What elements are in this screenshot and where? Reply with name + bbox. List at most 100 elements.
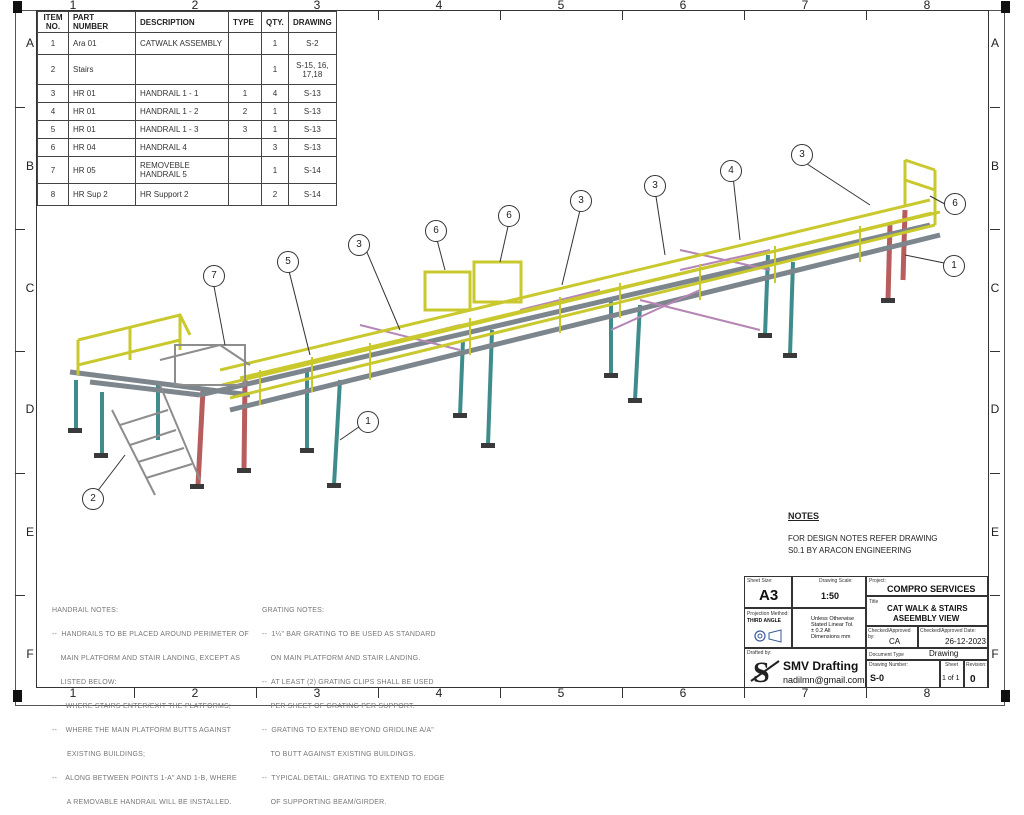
tb-drawing-number-label: Drawing Number: — [869, 662, 908, 668]
tb-checked-cell: Checked/Approved by: CA — [866, 626, 918, 648]
bom-cell-desc: HANDRAIL 1 - 3 — [135, 120, 229, 139]
zone-row-label: A — [990, 36, 999, 50]
bom-row: 2 Stairs 1 S-15, 16, 17,18 — [37, 54, 337, 85]
corner-mark — [13, 1, 22, 13]
tb-drafted-cell: Drafted by: S SMV Drafting nadilmn@gmail… — [744, 648, 866, 688]
bom-cell-drawing: S-15, 16, 17,18 — [288, 54, 337, 85]
bom-cell-type — [228, 156, 262, 184]
zone-col-label: 6 — [679, 0, 687, 12]
tb-scale: 1:50 — [821, 591, 840, 601]
bom-cell-drawing: S-13 — [288, 120, 337, 139]
zone-row-label: F — [991, 647, 999, 661]
tb-projection: THIRD ANGLE — [747, 618, 781, 624]
bom-cell-desc: HANDRAIL 1 - 1 — [135, 84, 229, 103]
tb-scale-label: Drawing Scale: — [819, 578, 853, 584]
tb-project-label: Project: — [869, 578, 886, 584]
bom-cell-part: HR 01 — [68, 120, 136, 139]
tb-date-label: Checked/Approved Date: — [920, 628, 976, 634]
bom-cell-item: 6 — [37, 138, 69, 157]
bom-cell-desc — [135, 54, 229, 85]
drawing-inner-border — [36, 10, 989, 688]
bom-cell-item: 7 — [37, 156, 69, 184]
grating-note-line: -- 1¼" BAR GRATING TO BE USED AS STANDAR… — [262, 631, 436, 638]
zone-row-label: E — [990, 525, 999, 539]
notes-title: NOTES — [788, 511, 820, 521]
bom-header-description: DESCRIPTION — [135, 11, 229, 33]
tb-drawing-number-cell: Drawing Number: S-0 — [866, 660, 940, 688]
bill-of-materials-table: ITEM NO. PART NUMBER DESCRIPTION TYPE QT… — [37, 11, 337, 206]
tb-doctype: Drawing — [929, 649, 959, 658]
balloon-3: 3 — [348, 234, 370, 256]
balloon-3: 3 — [570, 190, 592, 212]
grating-note-line: -- GRATING TO EXTEND BEYOND GRIDLINE A/A… — [262, 727, 434, 734]
tb-title-line2: ASEEMBLY VIEW — [893, 614, 960, 623]
bom-cell-drawing: S-14 — [288, 156, 337, 184]
bom-cell-part: HR Sup 2 — [68, 183, 136, 206]
tb-projection-label: Projection Method: — [747, 611, 789, 617]
tb-title-label: Title — [869, 599, 879, 605]
zone-col-label: 1 — [69, 686, 77, 700]
balloon-2: 2 — [82, 488, 104, 510]
bom-cell-qty: 1 — [261, 54, 289, 85]
tb-checked: CA — [889, 637, 901, 646]
tb-sheet-cell: Sheet 1 of 1 — [940, 660, 964, 688]
tb-date: 26-12-2023 — [945, 637, 986, 646]
handrail-note-line: -- ALONG BETWEEN POINTS 1-A" AND 1-B, WH… — [52, 775, 237, 782]
zone-row-label: F — [26, 647, 34, 661]
bom-row: 5 HR 01 HANDRAIL 1 - 3 3 1 S-13 — [37, 120, 337, 139]
zone-col-label: 4 — [435, 0, 443, 12]
tb-checked-label: Checked/Approved by: — [868, 628, 911, 640]
zone-col-label: 5 — [557, 0, 565, 12]
tb-sheet: 1 of 1 — [942, 675, 960, 682]
tb-drafted-label: Drafted by: — [747, 650, 772, 656]
tb-tolerance: Unless Otherwise Stated Linear Tol. ± 0.… — [811, 616, 854, 640]
bom-cell-item: 5 — [37, 120, 69, 139]
bom-cell-part: Stairs — [68, 54, 136, 85]
tb-projection-cell: Projection Method: THIRD ANGLE — [744, 608, 792, 648]
tb-tolerance-line: Dimensions mm — [811, 634, 851, 640]
corner-mark — [1001, 690, 1010, 702]
bom-row: 4 HR 01 HANDRAIL 1 - 2 2 1 S-13 — [37, 102, 337, 121]
notes-body: FOR DESIGN NOTES REFER DRAWING S0.1 BY A… — [788, 533, 938, 557]
balloon-6: 6 — [425, 220, 447, 242]
bom-cell-item: 2 — [37, 54, 69, 85]
zone-col-label: 4 — [435, 686, 443, 700]
balloon-1: 1 — [943, 255, 965, 277]
tb-date-cell: Checked/Approved Date: 26-12-2023 — [918, 626, 988, 648]
tb-project: COMPRO SERVICES — [887, 584, 976, 594]
catwalk-isometric-view — [68, 158, 955, 498]
bom-cell-type: 2 — [228, 102, 262, 121]
bom-cell-desc: REMOVEBLE HANDRAIL 5 — [135, 156, 229, 184]
bom-cell-type — [228, 32, 262, 55]
zone-row-label: D — [25, 402, 35, 416]
tb-email: nadilmn@gmail.com — [783, 675, 865, 685]
notes-line: S0.1 BY ARACON ENGINEERING — [788, 546, 912, 555]
bom-cell-part: Ara 01 — [68, 32, 136, 55]
bom-cell-qty: 4 — [261, 84, 289, 103]
bom-cell-drawing: S-13 — [288, 102, 337, 121]
zone-row-label: C — [25, 281, 35, 295]
bom-cell-drawing: S-2 — [288, 32, 337, 55]
bom-row: 3 HR 01 HANDRAIL 1 - 1 1 4 S-13 — [37, 84, 337, 103]
handrails — [76, 158, 941, 400]
callout-leaders — [92, 159, 955, 498]
tb-sheet-label: Sheet — [945, 662, 959, 668]
bom-cell-item: 8 — [37, 183, 69, 206]
zone-col-label: 7 — [801, 0, 809, 12]
bom-cell-part: HR 04 — [68, 138, 136, 157]
handrail-note-line: A REMOVABLE HANDRAIL WILL BE INSTALLED. — [52, 799, 232, 806]
bom-cell-qty: 1 — [261, 120, 289, 139]
bom-cell-qty: 3 — [261, 138, 289, 157]
smv-logo-icon: S — [750, 656, 780, 687]
zone-col-label: 3 — [313, 0, 321, 12]
balloon-6: 6 — [944, 193, 966, 215]
bom-cell-drawing: S-14 — [288, 183, 337, 206]
support-columns-teal — [74, 254, 795, 486]
stairs — [111, 343, 251, 496]
bom-cell-type — [228, 183, 262, 206]
tb-drawing-number: S-0 — [870, 673, 885, 683]
tb-tolerance-cell: Unless Otherwise Stated Linear Tol. ± 0.… — [792, 608, 866, 648]
bom-row: 1 Ara 01 CATWALK ASSEMBLY 1 S-2 — [37, 32, 337, 55]
tb-revision-cell: Revision: 0 — [964, 660, 988, 688]
bom-cell-type: 3 — [228, 120, 262, 139]
